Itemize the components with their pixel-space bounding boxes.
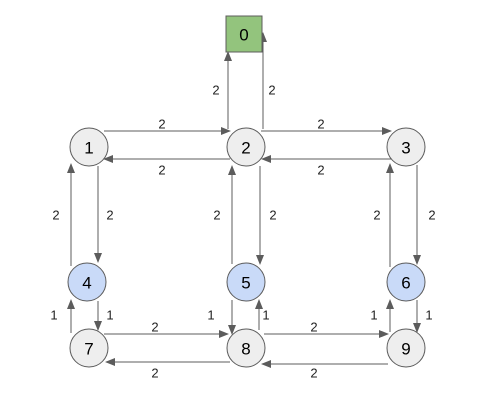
edge-5-to-8: 1: [207, 300, 236, 335]
node-shape: [69, 328, 109, 368]
edge-7-to-8: 2: [104, 320, 229, 338]
node-9: 9: [386, 328, 426, 368]
edge-weight-label: 2: [269, 208, 276, 223]
edge-weight-label: 2: [310, 366, 317, 381]
node-5: 5: [226, 262, 266, 302]
edge-6-to-9: 1: [413, 300, 433, 333]
edge-2-to-1: 2: [103, 155, 230, 178]
node-shape: [386, 127, 426, 167]
node-label: 3: [401, 139, 410, 158]
edge-weight-label: 1: [106, 308, 113, 323]
node-7: 7: [69, 328, 109, 368]
nodes-layer: 0 1 2 3 4 5 6 7 8 9: [67, 15, 426, 368]
edge-1-to-4: 2: [94, 166, 114, 263]
edge-7-to-4: 1: [50, 299, 75, 333]
node-label: 6: [401, 274, 410, 293]
edge-8-to-7: 2: [105, 358, 230, 381]
node-label: 0: [239, 26, 248, 45]
node-label: 7: [84, 340, 93, 359]
node-shape: [386, 328, 426, 368]
edge-4-to-7: 1: [94, 301, 114, 331]
node-shape: [225, 15, 263, 53]
node-shape: [226, 328, 266, 368]
node-0: 0: [225, 15, 263, 53]
edge-0-to-2: 2: [259, 32, 276, 129]
edge-2-to-5: 2: [256, 166, 277, 265]
edge-9-to-6: 1: [370, 299, 394, 332]
node-6: 6: [386, 262, 426, 302]
node-label: 8: [241, 340, 250, 359]
edge-weight-label: 2: [106, 208, 113, 223]
edge-weight-label: 2: [317, 117, 324, 132]
node-3: 3: [386, 127, 426, 167]
node-label: 5: [241, 274, 250, 293]
edge-weight-label: 1: [262, 308, 269, 323]
node-4: 4: [67, 262, 107, 302]
edge-4-to-1: 2: [52, 163, 75, 266]
edge-6-to-3: 2: [373, 163, 394, 267]
edge-3-to-2: 2: [261, 155, 391, 178]
edges-layer: 2 2 2 2 2 2 2 2 2 2 2 2 1 1 1 1 1 1 2 2 2 2: [50, 32, 436, 381]
edge-2-to-3: 2: [261, 117, 392, 135]
node-label: 9: [401, 340, 410, 359]
node-8: 8: [226, 328, 266, 368]
edge-3-to-6: 2: [413, 165, 436, 265]
edge-weight-label: 1: [425, 308, 432, 323]
edge-1-to-2: 2: [104, 117, 231, 135]
edge-weight-label: 2: [310, 320, 317, 335]
node-label: 1: [84, 139, 93, 158]
edge-weight-label: 2: [317, 163, 324, 178]
edge-weight-label: 1: [207, 308, 214, 323]
edge-weight-label: 2: [158, 117, 165, 132]
node-2: 2: [226, 127, 266, 167]
node-shape: [386, 262, 426, 302]
edge-weight-label: 2: [52, 208, 59, 223]
edge-weight-label: 2: [158, 163, 165, 178]
edge-weight-label: 2: [428, 208, 435, 223]
edge-weight-label: 2: [151, 320, 158, 335]
edge-2-to-0: 2: [212, 51, 232, 129]
node-label: 4: [82, 274, 91, 293]
edge-8-to-9: 2: [264, 320, 389, 338]
edge-5-to-2: 2: [213, 165, 236, 264]
edge-weight-label: 2: [268, 83, 275, 98]
node-label: 2: [241, 139, 250, 158]
edge-9-to-8: 2: [261, 360, 388, 381]
edge-weight-label: 2: [213, 208, 220, 223]
node-shape: [67, 262, 107, 302]
edge-weight-label: 2: [151, 366, 158, 381]
node-shape: [69, 127, 109, 167]
edge-weight-label: 1: [50, 308, 57, 323]
edge-8-to-5: 1: [255, 299, 270, 330]
node-shape: [226, 262, 266, 302]
edge-weight-label: 2: [212, 83, 219, 98]
node-1: 1: [69, 127, 109, 167]
edge-weight-label: 2: [373, 208, 380, 223]
edge-weight-label: 1: [370, 308, 377, 323]
node-shape: [226, 127, 266, 167]
